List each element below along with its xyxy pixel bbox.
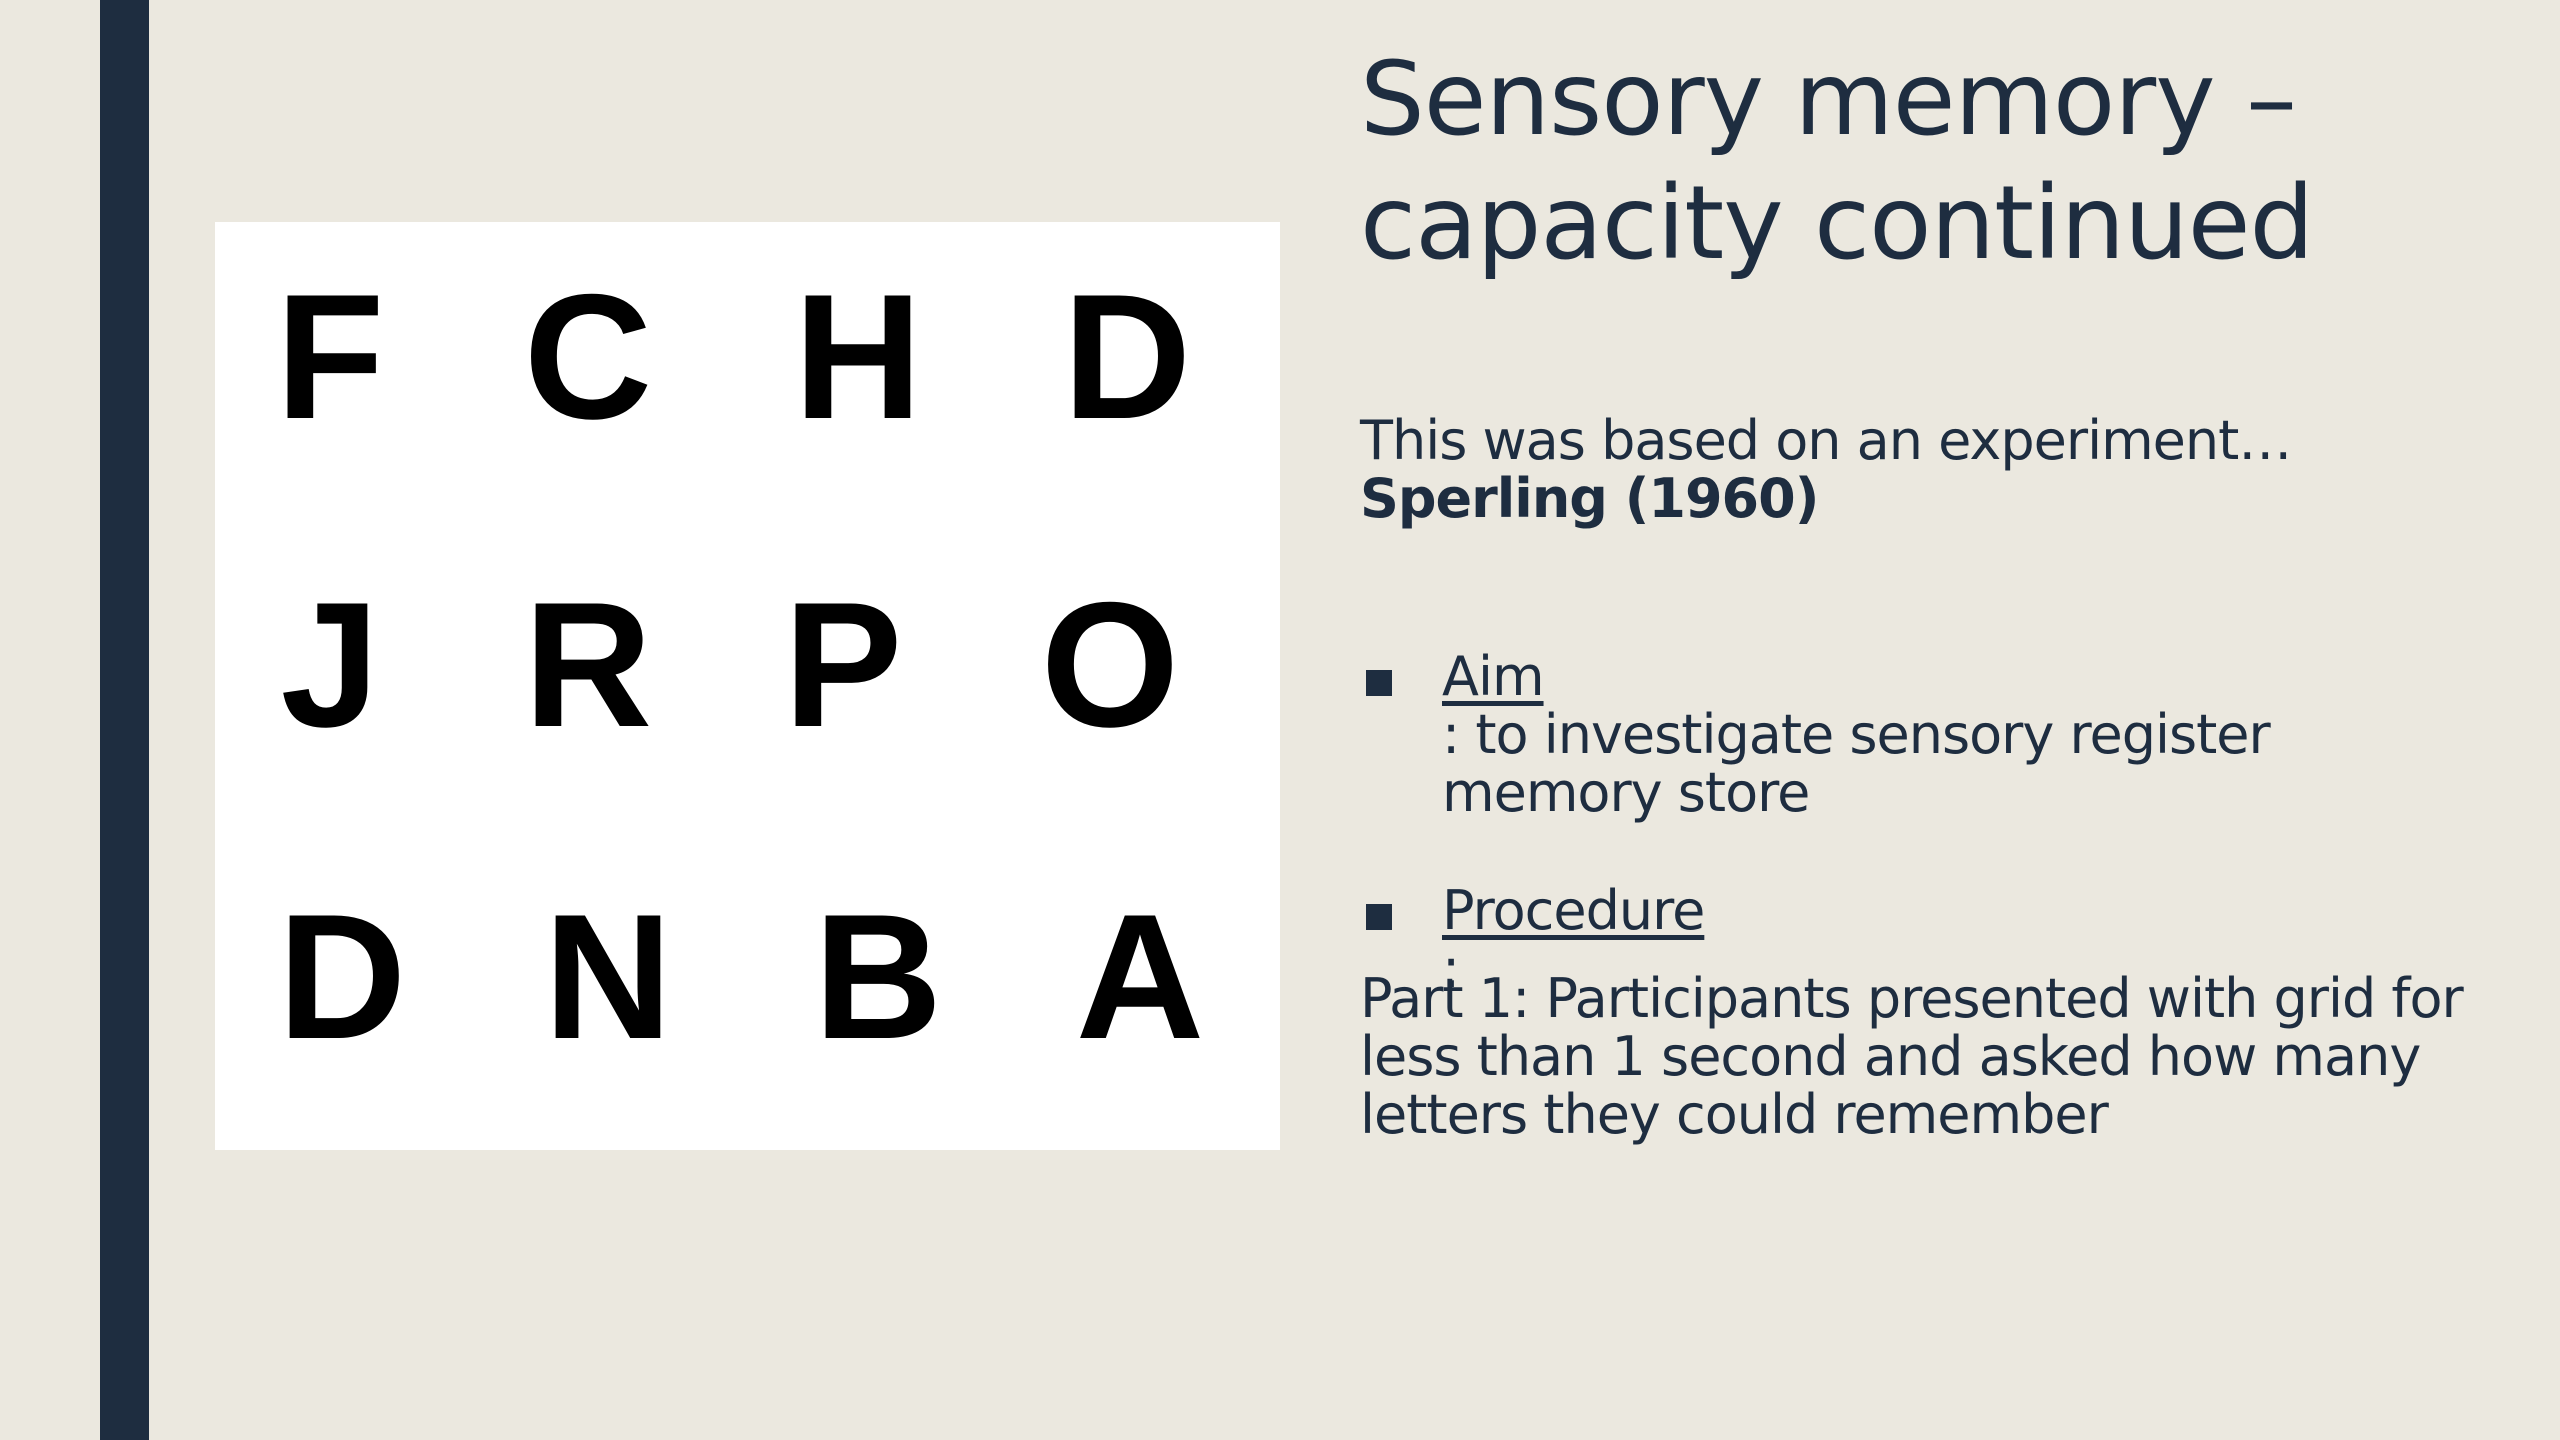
procedure-line: letters they could remember [1360, 1083, 2109, 1146]
intro-line: This was based on an experiment… [1360, 409, 2292, 472]
procedure-line: less than 1 second and asked how many [1360, 1025, 2421, 1088]
aim-term: Aim [1442, 645, 1545, 708]
procedure-term: Procedure [1442, 879, 1705, 942]
grid-letter: P [783, 565, 903, 764]
procedure-colon: : [1442, 937, 1460, 1000]
aim-description: : to investigate sensory register [1442, 703, 2271, 766]
grid-letter: D [277, 877, 407, 1076]
intro-text: This was based on an experiment… Sperlin… [1360, 409, 2292, 530]
grid-letter: O [1040, 565, 1180, 764]
aim-description-line2: memory store [1442, 761, 1810, 824]
slide-title-line: capacity continued [1360, 164, 2314, 283]
grid-letter: B [813, 877, 943, 1076]
grid-letter: C [523, 257, 653, 456]
grid-letter: H [793, 257, 923, 456]
citation: Sperling (1960) [1360, 467, 1819, 530]
procedure-body: Part 1: Participants presented with grid… [1360, 967, 2464, 1146]
slide-title-line: Sensory memory – [1360, 40, 2297, 159]
sperling-letter-grid: F C H D J R P O D N B A [215, 222, 1280, 1150]
grid-letter: A [1075, 877, 1205, 1076]
grid-letter: J [280, 565, 380, 764]
aim-text: Aim: to investigate sensory register mem… [1442, 645, 2271, 824]
slide-title: Sensory memory – capacity continued [1360, 38, 2510, 286]
accent-bar [100, 0, 149, 1440]
procedure-heading: Procedure: [1442, 879, 1705, 1000]
bullet-square-icon [1366, 670, 1392, 696]
grid-letter: N [543, 877, 673, 1076]
bullet-square-icon [1366, 904, 1392, 930]
procedure-line: Part 1: Participants presented with grid… [1360, 967, 2464, 1030]
grid-letter: F [275, 257, 385, 456]
grid-letter: D [1062, 257, 1192, 456]
grid-letter: R [523, 565, 653, 764]
